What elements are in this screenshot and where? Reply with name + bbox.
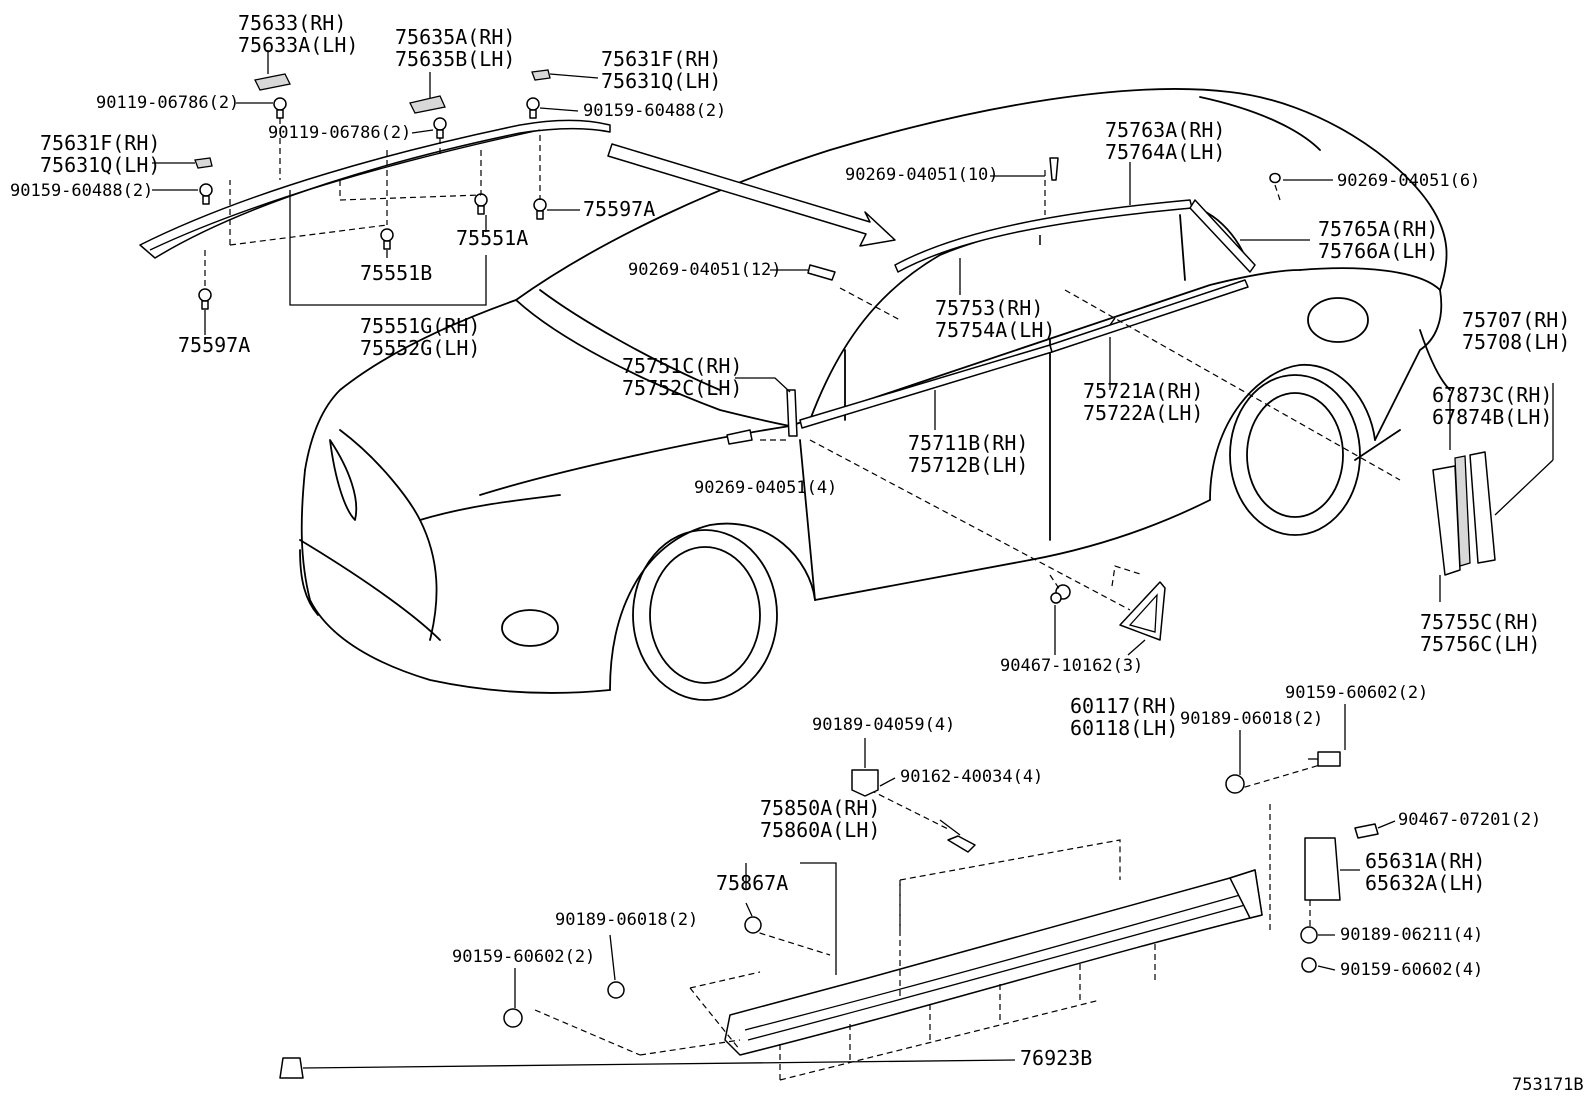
label-75751: 75751C(RH)75752C(LH) [622,354,742,400]
label-75755: 75755C(RH)75756C(LH) [1420,610,1540,656]
label-90269-10: 90269-04051(10) [845,165,999,185]
label-75707: 75707(RH)75708(LH) [1462,308,1570,354]
label-60117: 60117(RH)60118(LH) [1070,694,1178,740]
label-75551B: 75551B [360,261,432,285]
quarter-garnish [1111,565,1166,641]
label-90189-06211: 90189-06211(4) [1340,925,1483,945]
window-moldings [786,199,1256,437]
label-leaders [152,50,1451,1069]
label-90467-3: 90467-10162(3) [1000,656,1143,676]
rear-pillar-garnish [1432,383,1554,576]
label-75551G: 75551G(RH)75552G(LH) [360,314,480,360]
label-90159-top: 90159-60488(2) [583,101,726,121]
label-90269-6: 90269-04051(6) [1337,171,1480,191]
label-75850: 75850A(RH)75860A(LH) [760,796,880,842]
label-90159-2-right: 90159-60602(2) [1285,683,1428,703]
label-90189-06018-left: 90189-06018(2) [555,910,698,930]
rocker-panel [724,869,1263,1056]
label-75633: 75633(RH)75633A(LH) [238,11,358,57]
label-75631-left: 75631F(RH)75631Q(LH) [40,131,160,177]
label-75721: 75721A(RH)75722A(LH) [1083,379,1203,425]
label-90467-2: 90467-07201(2) [1398,810,1541,830]
part-labels: 75633(RH)75633A(LH) 75635A(RH)75635B(LH)… [10,11,1584,1095]
label-90119-b: 90119-06786(2) [268,123,411,143]
label-75551A: 75551A [456,226,528,250]
label-75753: 75753(RH)75754A(LH) [935,296,1055,342]
label-75635: 75635A(RH)75635B(LH) [395,25,515,71]
label-90159-left: 90159-60488(2) [10,181,153,201]
rocker-leaders [534,764,1321,1081]
label-75763: 75763A(RH)75764A(LH) [1105,118,1225,164]
rocker-fasteners [279,751,1379,1079]
roof-clips [194,69,551,310]
direction-arrow [607,143,896,247]
label-90159-2-left: 90159-60602(2) [452,947,595,967]
label-76923B: 76923B [1020,1046,1092,1070]
car-leaders [760,170,1401,611]
label-75597A-top: 75597A [583,197,655,221]
label-75597A-left: 75597A [178,333,250,357]
label-75765: 75765A(RH)75766A(LH) [1318,217,1438,263]
label-90269-4: 90269-04051(4) [694,478,837,498]
label-90162: 90162-40034(4) [900,767,1043,787]
label-75867A: 75867A [716,871,788,895]
diagram-id: 753171B [1512,1075,1584,1095]
label-90269-12: 90269-04051(12) [628,260,782,280]
label-75711: 75711B(RH)75712B(LH) [908,431,1028,477]
label-90119-a: 90119-06786(2) [96,93,239,113]
label-90159-4: 90159-60602(4) [1340,960,1483,980]
car-fasteners [726,157,1281,604]
label-67873: 67873C(RH)67874B(LH) [1432,383,1552,429]
label-90189-04059: 90189-04059(4) [812,715,955,735]
label-75631-top: 75631F(RH)75631Q(LH) [601,47,721,93]
roof-leaders [204,118,541,335]
roof-rail-molding [139,119,611,259]
label-65631: 65631A(RH)65632A(LH) [1365,849,1485,895]
label-90189-06018-right: 90189-06018(2) [1180,709,1323,729]
